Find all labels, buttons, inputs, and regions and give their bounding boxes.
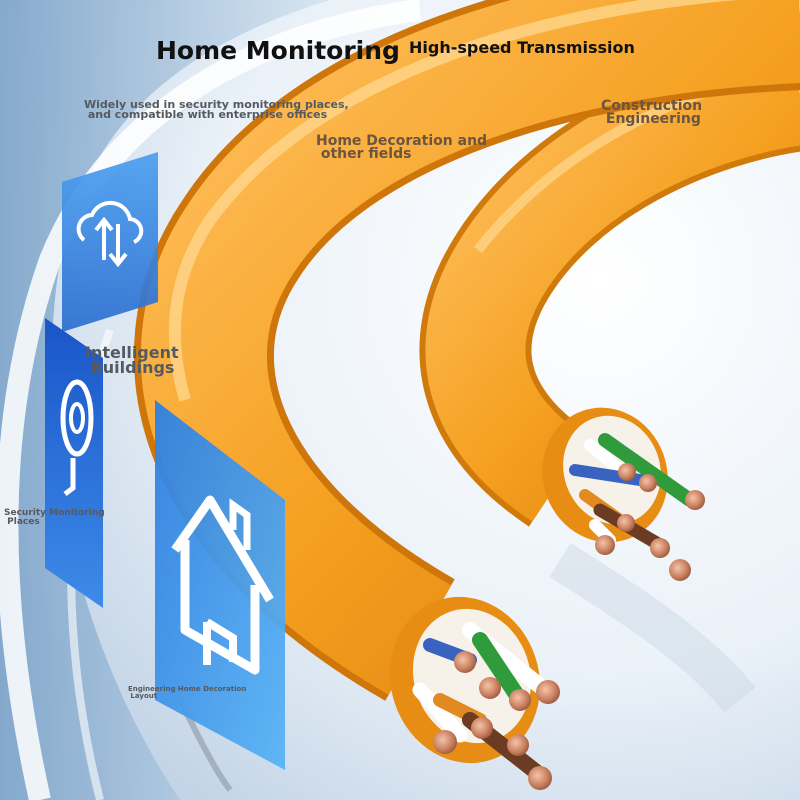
home-monitoring-heading: Home Monitoring: [156, 36, 400, 65]
widely-used-caption: Widely used in security monitoring place…: [84, 98, 349, 122]
engineering-home-decoration-label: Engineering Home Decoration Layout: [128, 685, 247, 700]
security-camera-icon: [45, 318, 103, 608]
high-speed-transmission-heading: High-speed Transmission: [409, 38, 635, 57]
house-icon: [155, 400, 285, 770]
front-cable-wires: [412, 622, 560, 790]
construction-engineering-label: Construction Engineering: [601, 98, 703, 128]
cloud-icon-card: [62, 152, 158, 332]
cloud-upload-download-icon: [62, 152, 158, 332]
intelligent-buildings-label: Intelligent Buildings: [85, 343, 179, 378]
house-icon-card: [155, 400, 285, 770]
back-cable-wires: [569, 433, 705, 581]
camera-icon-card: [45, 318, 103, 608]
home-decoration-label: Home Decoration and other fields: [316, 133, 488, 163]
security-monitoring-label: Security Monitoring Places: [4, 508, 105, 527]
